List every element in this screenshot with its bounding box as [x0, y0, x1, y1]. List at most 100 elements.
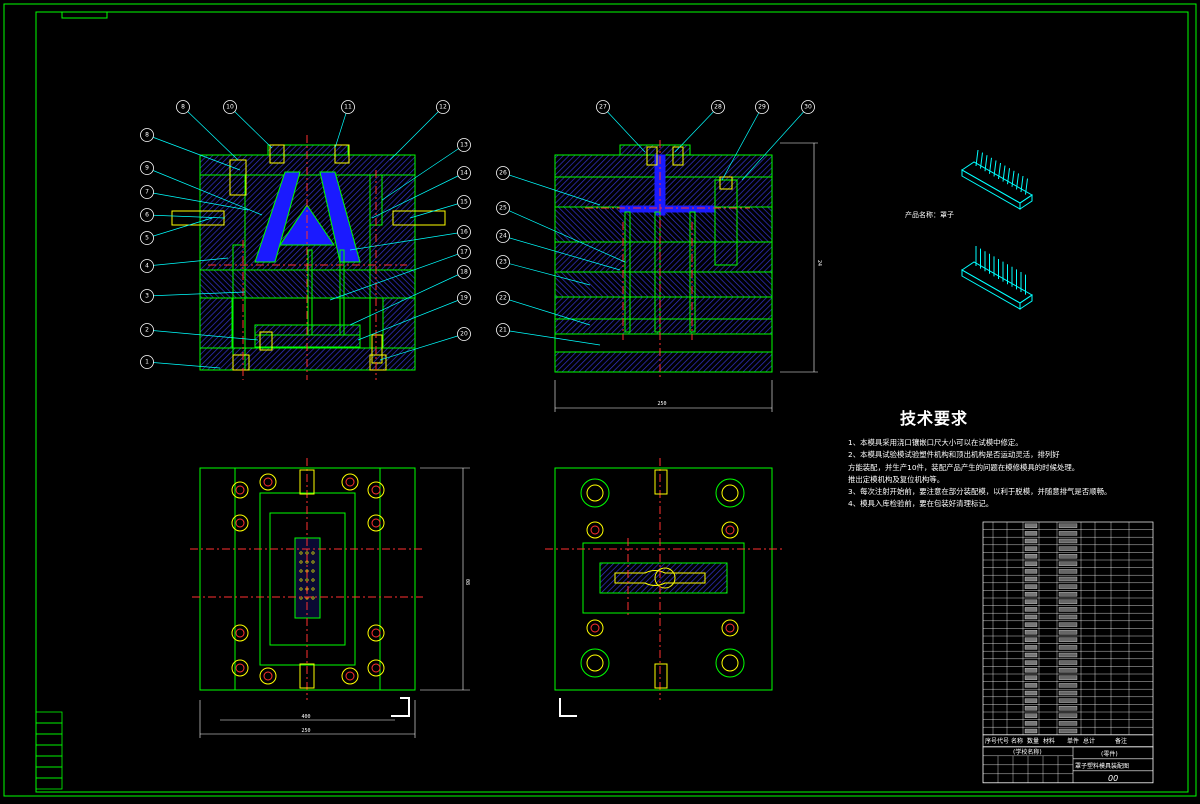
fixed-bolt-inner: [725, 525, 735, 535]
bom-cell-text: [1024, 622, 1038, 627]
pin-hole: [311, 569, 315, 573]
part-balloon: [140, 185, 154, 199]
bolt-hole-inner: [371, 518, 381, 528]
bom-cell-text: [1024, 675, 1038, 680]
guide-bush-inner: [721, 484, 739, 502]
bolt-hole-inner: [345, 477, 355, 487]
part-balloon-label: 13: [460, 142, 468, 149]
leader-line: [349, 271, 465, 326]
ejector-head: [259, 331, 273, 351]
fixed-bolt-outer: [586, 619, 604, 637]
bom-cell-text: [1024, 721, 1038, 726]
side-height-dim: 24: [816, 260, 822, 266]
product-end: [1019, 294, 1033, 310]
margin-stamp-cell: [35, 711, 63, 724]
guide-bush-inner: [586, 654, 604, 672]
leader-line: [146, 329, 259, 341]
b-plate-right: [369, 269, 416, 299]
leader-line: [502, 207, 626, 263]
bolt-hole-inner: [371, 663, 381, 673]
bom-cell-text: [1024, 630, 1038, 635]
bolt-hole-outer: [231, 514, 249, 532]
pin-hole: [299, 551, 303, 555]
pin-hole: [311, 551, 315, 555]
bom-header-cell: 备注: [1115, 737, 1127, 745]
outer-frame: [3, 3, 1197, 797]
drawing-title: (零件): [1101, 750, 1118, 758]
pin-hole: [299, 578, 303, 582]
bom-cell-text: [1058, 622, 1078, 627]
bom-cell-text: [1058, 599, 1078, 604]
fixed-bolt-inner: [590, 623, 600, 633]
leader-line: [146, 217, 213, 239]
part-balloon-label: 19: [460, 295, 468, 302]
product-pin: [1011, 170, 1015, 187]
part-balloon-label: 30: [804, 104, 812, 111]
bolt-hole-outer: [367, 659, 385, 677]
bom-cell-text: [1024, 538, 1038, 544]
side-bolt: [719, 176, 733, 190]
bom-cell-text: [1024, 599, 1038, 604]
support-block-left: [199, 297, 233, 349]
bom-cell-text: [1058, 576, 1078, 582]
part-balloon: [457, 265, 471, 279]
product-name-label: 产品名称：罩子: [905, 211, 954, 219]
part-balloon-label: 8: [181, 104, 185, 111]
guide-bush-outer: [715, 478, 745, 508]
part-balloon-label: 1: [145, 359, 149, 366]
bolt-hole-inner: [235, 518, 245, 528]
margin-stamp-cell: [35, 733, 63, 746]
part-balloon-label: 20: [460, 331, 468, 338]
ejector-pin: [339, 249, 345, 336]
bom-cell-text: [1058, 683, 1078, 688]
bom-cell-text: [1024, 554, 1038, 559]
sprue-circle: [654, 567, 676, 589]
bom-cell-text: [1024, 561, 1038, 566]
side-width-dim: 250: [658, 401, 667, 407]
leader-line: [502, 172, 601, 206]
bolt-hole-inner: [263, 477, 273, 487]
bottom-bolt-right: [369, 354, 387, 371]
bolt-hole-inner: [235, 628, 245, 638]
bom-header-cell: 单件: [1067, 737, 1079, 745]
product-pin: [1016, 173, 1019, 190]
tech-line: 4、模具入库检验前，要在包装好清理标记。: [848, 499, 994, 509]
part-balloon: [341, 100, 355, 114]
bom-cell-text: [1024, 728, 1038, 734]
side-b-plate: [554, 241, 773, 273]
bolt-hole-outer: [259, 667, 277, 685]
tech-line: 2、本模具试验模试验塑件机构和顶出机构是否运动灵活，排列好: [848, 450, 1060, 460]
part-balloon-label: 29: [758, 104, 766, 111]
part-balloon-label: 17: [460, 249, 468, 256]
pin-hole: [299, 569, 303, 573]
part-balloon-label: 11: [344, 104, 352, 111]
fixed-bolt-inner: [725, 623, 735, 633]
margin-stamp-cell: [35, 722, 63, 735]
guide-bush-outer: [715, 648, 745, 678]
part-balloon: [140, 323, 154, 337]
bom-cell-text: [1058, 531, 1078, 536]
part-balloon-label: 12: [439, 104, 447, 111]
part-balloon: [140, 289, 154, 303]
bom-cell-text: [1024, 607, 1038, 612]
side-sprue-bolt-right: [672, 146, 684, 166]
drawing-name: 罩子塑料模具装配图: [1075, 762, 1129, 770]
bom-cell-text: [1058, 660, 1078, 665]
part-balloon-label: 27: [599, 104, 607, 111]
tech-line: 推出定模机构及复位机构等。: [848, 474, 945, 484]
bom-cell-text: [1058, 698, 1078, 703]
bottom-inner-dim: 400: [302, 714, 311, 720]
bolt-hole-inner: [235, 485, 245, 495]
bottom-bolt-left: [232, 354, 250, 371]
bom-cell-text: [1024, 576, 1038, 582]
part-balloon: [711, 100, 725, 114]
fixed-bolt-outer: [586, 521, 604, 539]
side-ejector-pin: [624, 211, 631, 333]
pin-hole: [311, 578, 315, 582]
leader-line: [389, 106, 444, 161]
a-plate-left: [199, 174, 246, 271]
bom-cell-text: [1024, 645, 1038, 650]
leader-line: [146, 214, 226, 219]
bom-header-cell: 序号: [985, 737, 997, 745]
